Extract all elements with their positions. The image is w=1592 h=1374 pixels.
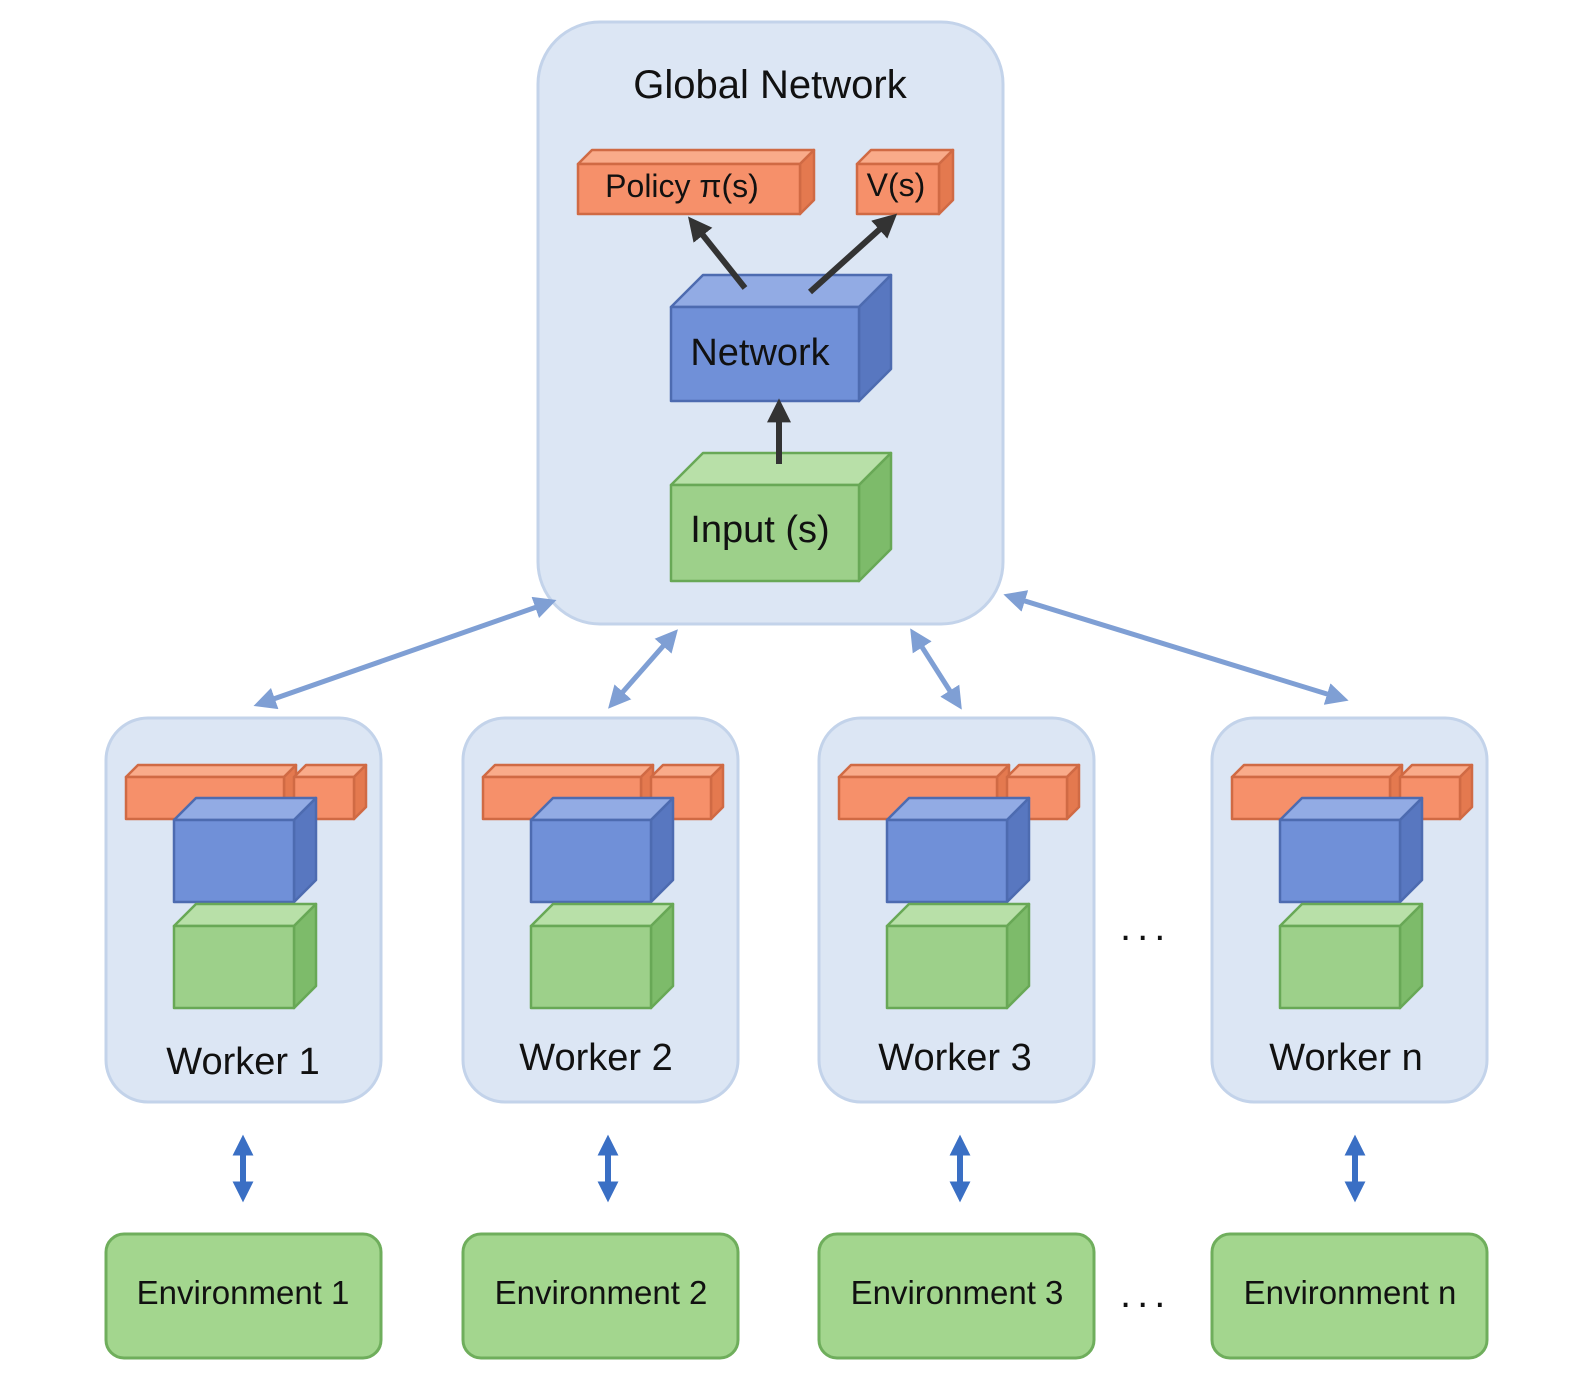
worker-input-cuboid [529, 902, 675, 1010]
top-face [1230, 763, 1404, 779]
front-face [172, 818, 296, 904]
front-face [172, 924, 296, 1010]
environment-label: Environment 3 [851, 1274, 1064, 1311]
worker-n: Worker n [1210, 716, 1489, 1104]
top-face [1278, 796, 1424, 822]
policy-cuboid [576, 148, 816, 216]
environment-label: Environment n [1244, 1274, 1457, 1311]
environment-box [104, 1232, 383, 1360]
global-network-title: Global Network [633, 63, 907, 107]
front-face [669, 483, 861, 583]
input-cuboid [669, 451, 893, 583]
front-face [885, 818, 1009, 904]
worker-input-cuboid [885, 902, 1031, 1010]
value-block [855, 148, 955, 216]
environment-arrows [232, 1134, 1366, 1203]
worker-label: Worker n [1269, 1037, 1422, 1079]
worker-network-cuboid [529, 796, 675, 904]
sync-arrow-worker-n [1003, 590, 1349, 705]
workers-row: Worker 1 Worker 2 Worker 3 Worker n [104, 716, 1489, 1104]
environment-3: Environment 3 [817, 1232, 1096, 1360]
front-face [885, 924, 1009, 1010]
top-face [855, 148, 955, 166]
network-block [669, 273, 893, 403]
top-face [885, 902, 1031, 928]
environment-box [1210, 1232, 1489, 1360]
sync-arrow-worker-1 [253, 596, 557, 710]
worker-network-cuboid [172, 796, 318, 904]
sync-arrows [253, 590, 1349, 710]
top-face [669, 273, 893, 309]
worker-input-cuboid [172, 902, 318, 1010]
worker-model-blocks [837, 763, 1081, 1010]
worker-2: Worker 2 [461, 716, 740, 1104]
policy-label: Policy π(s) [605, 168, 759, 204]
top-face [481, 763, 655, 779]
worker-label: Worker 3 [878, 1037, 1031, 1079]
worker-label: Worker 2 [519, 1037, 672, 1079]
environment-label: Environment 2 [495, 1274, 708, 1311]
top-face [885, 796, 1031, 822]
worker-input-cuboid [1278, 902, 1424, 1010]
environment-1: Environment 1 [104, 1232, 383, 1360]
sync-arrow-worker-3 [910, 628, 962, 710]
value-cuboid [855, 148, 955, 216]
worker-label: Worker 1 [166, 1041, 319, 1083]
worker-network-cuboid [885, 796, 1031, 904]
front-face [855, 162, 941, 216]
front-face [576, 162, 802, 216]
top-face [529, 902, 675, 928]
worker-3: Worker 3 [817, 716, 1096, 1104]
policy-block [576, 148, 816, 216]
worker-network-cuboid [1278, 796, 1424, 904]
workers-ellipsis: ... [1120, 905, 1171, 949]
environment-label: Environment 1 [137, 1274, 350, 1311]
environment-box [817, 1232, 1096, 1360]
environment-2: Environment 2 [461, 1232, 740, 1360]
environments-ellipsis: ... [1120, 1272, 1171, 1316]
worker-model-blocks [1230, 763, 1474, 1010]
top-face [172, 902, 318, 928]
value-label: V(s) [867, 167, 926, 203]
worker-model-blocks [481, 763, 725, 1010]
network-label: Network [690, 332, 830, 374]
global-network-panel: Global Network Policy π(s) V(s) Network … [536, 20, 1005, 626]
top-face [529, 796, 675, 822]
front-face [1278, 924, 1402, 1010]
input-label: Input (s) [690, 509, 829, 551]
worker-1: Worker 1 [104, 716, 383, 1104]
top-face [124, 763, 298, 779]
environment-box [461, 1232, 740, 1360]
top-face [837, 763, 1011, 779]
input-block [669, 451, 893, 583]
network-to-policy-arrow [688, 216, 748, 290]
front-face [669, 305, 861, 403]
environment-n: Environment n [1210, 1232, 1489, 1360]
network-cuboid [669, 273, 893, 403]
top-face [576, 148, 816, 166]
environments-row: Environment 1 Environment 2 Environment … [104, 1232, 1489, 1360]
sync-arrow-worker-2 [608, 629, 678, 709]
network-to-value-arrow [807, 213, 898, 295]
top-face [172, 796, 318, 822]
top-face [1278, 902, 1424, 928]
front-face [529, 924, 653, 1010]
front-face [1278, 818, 1402, 904]
worker-model-blocks [124, 763, 368, 1010]
front-face [529, 818, 653, 904]
